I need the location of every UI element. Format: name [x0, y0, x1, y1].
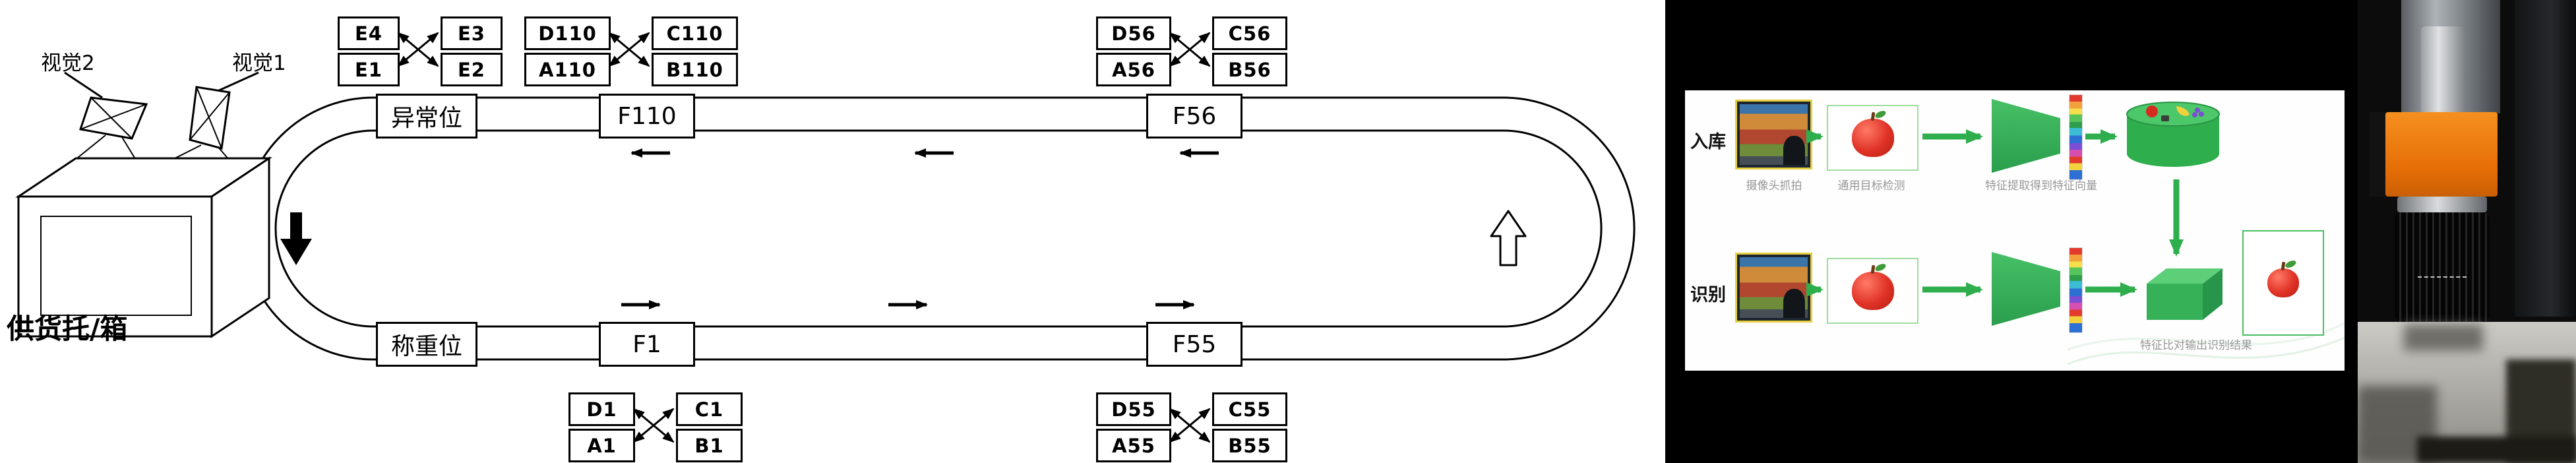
caption-object-detection: 通用目标检测: [1837, 179, 1905, 193]
station-cell: D56: [1096, 16, 1171, 50]
enroll-row-label: 入库: [1690, 132, 1726, 152]
metal-post: [2421, 26, 2465, 113]
apple-icon: [2146, 106, 2158, 117]
station-cell: C1: [676, 392, 743, 426]
lens-barrel: [2395, 212, 2490, 323]
station-cell: B56: [1212, 53, 1287, 86]
caption-camera-capture: 摄像头抓拍: [1746, 179, 1802, 193]
orange-camera-body: [2385, 112, 2498, 197]
decorative-waves: [2068, 322, 2345, 365]
caption-feature-extract: 特征提取得到特征向量: [1985, 179, 2097, 193]
conveyor-line-art: [15, 32, 1636, 443]
feature-vector-bar: [2069, 94, 2083, 180]
up-arrow-icon: [1490, 210, 1527, 266]
lens-shadow: [2404, 324, 2483, 351]
lens-mount-ring: [2397, 197, 2487, 212]
station-abnormal: 异常位: [376, 94, 477, 139]
detected-object-image: [1827, 258, 1918, 324]
feature-extractor-trapezoid: [1992, 252, 2060, 326]
station-cell: D1: [568, 392, 635, 426]
down-arrow-icon: [280, 212, 312, 265]
detected-object-image: [1827, 105, 1918, 171]
pipeline-canvas: 入库 识别: [1685, 90, 2345, 371]
caption-feature-match: 特征比对输出识别结果: [2140, 339, 2252, 352]
station-f55: F55: [1146, 322, 1242, 367]
apple-image: [2267, 268, 2299, 297]
station-cell: C110: [652, 16, 738, 50]
station-f110: F110: [599, 94, 695, 139]
station-cell: A56: [1096, 53, 1171, 86]
lens-markings: [2417, 276, 2467, 278]
station-cell: A1: [568, 429, 635, 462]
feature-vector-bar: [2069, 247, 2083, 333]
recognize-row-label: 识别: [1690, 285, 1726, 305]
fruit-stand-image: [1740, 104, 1808, 165]
grapes-icon: [2192, 108, 2204, 117]
vision-1-label: 视觉1: [232, 51, 286, 75]
fruit-stand-image: [1740, 257, 1808, 318]
station-cell: E4: [338, 16, 400, 50]
station-cell: E2: [441, 53, 503, 86]
station-weighing: 称重位: [376, 322, 477, 367]
station-cell: D110: [524, 16, 611, 50]
camera-side: [2370, 112, 2385, 197]
machine-column: [2515, 0, 2576, 317]
banana-icon: [2176, 106, 2190, 116]
supply-pallet-label: 供货托/箱: [7, 313, 128, 345]
apple-image: [1851, 119, 1894, 157]
station-f1: F1: [599, 322, 695, 367]
recognition-pipeline-panel: 入库 识别: [1665, 0, 2358, 463]
matcher-cube: [2147, 268, 2223, 320]
swap-arrows-icon: [397, 32, 1211, 443]
conveyor-diagram: 视觉2 视觉1 供货托/箱 异常位 F110 F56 称重位 F1 F55 E4…: [7, 16, 1636, 462]
station-cell: A55: [1096, 429, 1171, 462]
station-f56: F56: [1146, 94, 1242, 139]
supply-box-sketch: [15, 156, 272, 338]
station-cell: E1: [338, 53, 400, 86]
feature-extractor-trapezoid: [1992, 99, 2060, 173]
station-cell: A110: [524, 53, 611, 86]
camera-photo: [2358, 0, 2576, 463]
station-cell: E3: [441, 16, 503, 50]
dark-item-icon: [2161, 115, 2169, 121]
station-cell: B55: [1212, 429, 1287, 462]
camera-snapshot-thumbnail: [1735, 100, 1812, 170]
vision-2-label: 视觉2: [41, 51, 95, 75]
station-cell: B110: [652, 53, 738, 86]
recognition-result-box: [2242, 230, 2324, 336]
station-cell: C55: [1212, 392, 1287, 426]
apple-image: [1851, 272, 1894, 310]
station-cell: D55: [1096, 392, 1171, 426]
feature-database-cylinder: [2126, 102, 2220, 167]
station-cell: C56: [1212, 16, 1287, 50]
floor-object: [2417, 437, 2576, 463]
station-cell: B1: [676, 429, 743, 462]
camera-snapshot-thumbnail: [1735, 253, 1812, 323]
